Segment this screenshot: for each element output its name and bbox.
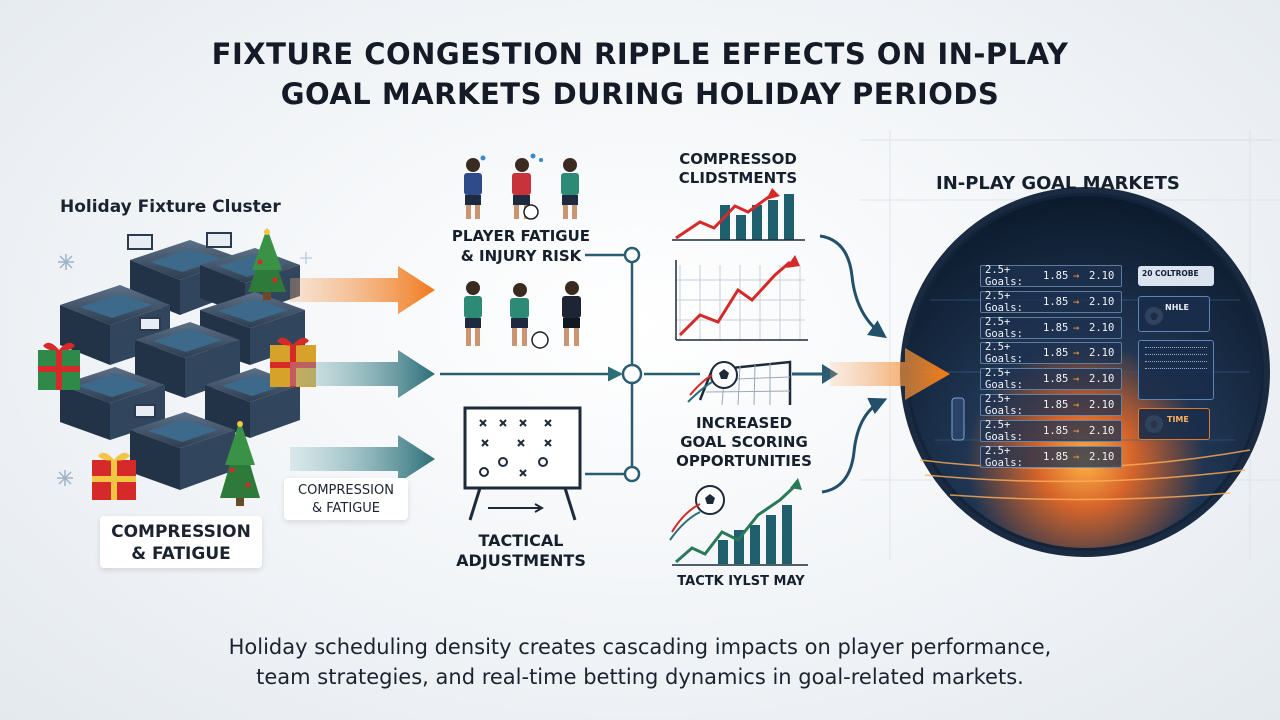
stadium-icon	[135, 322, 240, 398]
fatigue-label: PLAYER FATIGUE & INJURY RISK	[436, 226, 606, 266]
odds-arrow-icon: →	[1073, 450, 1080, 463]
page-title: FIXTURE CONGESTION RIPPLE EFFECTS ON IN-…	[0, 34, 1280, 114]
cluster-box-line-1: COMPRESSION	[111, 522, 251, 542]
odds-row[interactable]: 2.5+ Goals: 1.85 → 2.10	[980, 418, 1122, 443]
arrow-cluster-to-hub	[290, 350, 435, 398]
odds-from: 1.85	[1043, 424, 1069, 437]
odds-arrow-icon: →	[1073, 321, 1080, 334]
odds-from: 1.85	[1043, 295, 1069, 308]
odds-market: 2.5+ Goals:	[985, 341, 1023, 366]
odds-to: 2.10	[1089, 373, 1115, 386]
tactics-board-icon	[463, 406, 582, 521]
fatigue-line-1: PLAYER FATIGUE	[451, 227, 591, 245]
cluster-box-line-2: & FATIGUE	[131, 544, 231, 564]
odds-to: 2.10	[1089, 270, 1115, 282]
odds-row[interactable]: 2.5+ Goals: 1.85 → 2.10	[980, 264, 1122, 288]
christmas-tree-icon	[248, 228, 286, 300]
curved-arrow-top	[819, 234, 887, 339]
odds-market: 2.5+ Goals:	[985, 264, 1023, 288]
title-line-2: GOAL MARKETS DURING HOLIDAY PERIODS	[280, 77, 1000, 111]
side-card-list[interactable]	[1138, 340, 1214, 400]
side-card-bottom[interactable]: TIME	[1138, 408, 1210, 440]
odds-from: 1.85	[1043, 450, 1069, 463]
odds-row[interactable]: 2.5+ Goals: 1.85 → 2.10	[980, 289, 1122, 314]
goal-net-icon	[687, 360, 792, 406]
goal-trend-chart	[669, 478, 808, 566]
odds-to: 2.10	[1089, 398, 1115, 411]
compressed-trend-chart	[672, 188, 805, 241]
curved-arrow-bottom	[821, 397, 888, 494]
odds-market: 2.5+ Goals:	[985, 315, 1023, 340]
gift-box-icon	[38, 342, 80, 390]
odds-market: 2.5+ Goals:	[985, 367, 1023, 392]
odds-to: 2.10	[1089, 450, 1115, 463]
odds-arrow-icon: →	[1073, 347, 1080, 360]
odds-from: 1.85	[1043, 347, 1069, 360]
odds-from: 1.85	[1043, 398, 1069, 411]
odds-from: 1.85	[1043, 373, 1069, 386]
odds-to: 2.10	[1089, 424, 1115, 437]
footer-caption: Holiday scheduling density creates casca…	[0, 632, 1280, 692]
odds-row[interactable]: 2.5+ Goals: 1.85 → 2.10	[980, 367, 1122, 392]
goals-line-3: OPPORTUNITIES	[676, 452, 812, 470]
odds-arrow-icon: →	[1073, 295, 1080, 308]
cluster-label: Holiday Fixture Cluster	[60, 197, 281, 217]
arrow-cluster-to-fatigue	[290, 266, 435, 314]
goals-label: INCREASED GOAL SCORING OPPORTUNITIES	[664, 414, 824, 471]
footer-line-2: team strategies, and real-time betting d…	[256, 665, 1024, 689]
snowflake-icon	[58, 254, 74, 270]
odds-to: 2.10	[1089, 295, 1115, 308]
compressed-label: COMPRESSOD CLIDSTMENTS	[668, 150, 808, 188]
stadium-icon	[130, 412, 235, 490]
compressed-line-1: COMPRESSOD	[679, 150, 797, 168]
fatigue-line-2: & INJURY RISK	[460, 247, 582, 265]
markets-title: IN-PLAY GOAL MARKETS	[936, 173, 1180, 194]
stadium-cluster	[38, 228, 1256, 506]
odds-to: 2.10	[1089, 321, 1115, 334]
compressed-line-2: CLIDSTMENTS	[678, 169, 798, 187]
side-card-top[interactable]: 20 COLTROBE	[1138, 266, 1214, 286]
arrow-into-market	[830, 348, 950, 400]
floodlight-icon	[127, 232, 232, 418]
goals-line-2: GOAL SCORING	[680, 433, 808, 451]
title-line-1: FIXTURE CONGESTION RIPPLE EFFECTS ON IN-…	[211, 37, 1069, 71]
odds-from: 1.85	[1043, 321, 1069, 334]
tactical-line-2: ADJUSTMENTS	[456, 551, 586, 570]
tactical-line-1: TACTICAL	[478, 531, 564, 550]
odds-from: 1.85	[1043, 270, 1069, 282]
hub-node	[621, 246, 643, 483]
goals-line-1: INCREASED	[695, 414, 793, 432]
odds-market: 2.5+ Goals:	[985, 418, 1023, 443]
odds-arrow-icon: →	[1073, 270, 1080, 282]
odds-row[interactable]: 2.5+ Goals: 1.85 → 2.10	[980, 341, 1122, 366]
odds-market: 2.5+ Goals:	[985, 444, 1023, 469]
cluster-box-label: COMPRESSION & FATIGUE	[100, 516, 262, 568]
arrow-cluster-to-tactical	[290, 435, 435, 483]
odds-row[interactable]: 2.5+ Goals: 1.85 → 2.10	[980, 444, 1122, 469]
odds-market: 2.5+ Goals:	[985, 392, 1023, 417]
odds-arrow-icon: →	[1073, 398, 1080, 411]
fatigued-players-icon	[464, 153, 581, 349]
odds-arrow-icon: →	[1073, 424, 1080, 437]
odds-table: 2.5+ Goals: 1.85 → 2.10 2.5+ Goals: 1.85…	[980, 264, 1122, 471]
gift-box-icon	[92, 452, 136, 500]
tactical-label: TACTICAL ADJUSTMENTS	[446, 531, 596, 571]
rising-line-chart	[675, 255, 808, 341]
odds-to: 2.10	[1089, 347, 1115, 360]
bottom-chart-label: TACTK IYLST MAY	[677, 574, 805, 589]
side-card-middle[interactable]: NHLE	[1138, 296, 1210, 332]
odds-arrow-icon: →	[1073, 373, 1080, 386]
snowflake-icon	[300, 252, 312, 264]
snowflake-icon	[57, 470, 73, 486]
footer-line-1: Holiday scheduling density creates casca…	[228, 635, 1052, 659]
odds-row[interactable]: 2.5+ Goals: 1.85 → 2.10	[980, 392, 1122, 417]
arrow-box-line-2: & FATIGUE	[311, 501, 380, 516]
christmas-tree-icon	[220, 420, 260, 506]
odds-market: 2.5+ Goals:	[985, 289, 1023, 314]
arrow-box-label: COMPRESSION & FATIGUE	[284, 478, 408, 520]
odds-row[interactable]: 2.5+ Goals: 1.85 → 2.10	[980, 315, 1122, 340]
arrow-box-line-1: COMPRESSION	[298, 483, 394, 498]
